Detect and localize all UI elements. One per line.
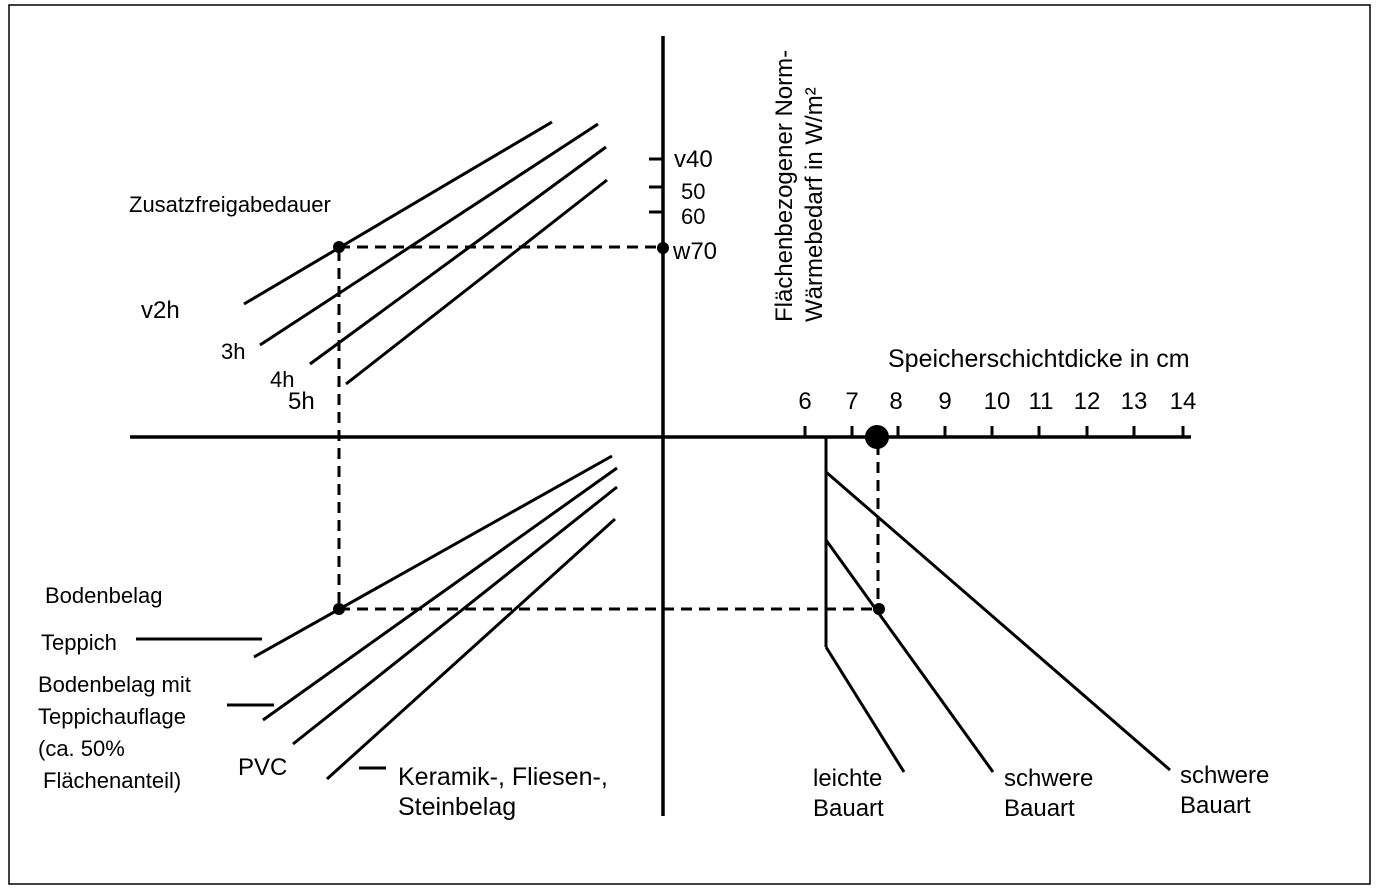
label-5h: 5h [288, 388, 315, 415]
bauart-lines [824, 437, 1171, 773]
line-4h [309, 145, 607, 366]
x-tick-label-6: 6 [798, 388, 811, 415]
x-axis-tick-labels: 6 7 8 9 10 11 12 13 14 [798, 388, 1196, 415]
line-2h [243, 120, 553, 306]
label-leichte-line2: Bauart [813, 795, 884, 822]
x-tick-label-8: 8 [889, 388, 902, 415]
label-schwere-line2: Bauart [1004, 795, 1075, 822]
y-axis-ticks [649, 157, 663, 214]
label-teppich: Teppich [41, 630, 117, 655]
label-pvc: PVC [238, 754, 287, 781]
x-tick-label-10: 10 [984, 388, 1011, 415]
x-tick-label-13: 13 [1121, 388, 1148, 415]
line-pvc [292, 485, 618, 746]
y-axis-title-line2: Wärmebedarf in W/m² [801, 87, 828, 322]
label-sehr-schwere-line3: Bauart [1180, 792, 1251, 819]
bodenbelag-lines [253, 454, 618, 781]
x-tick-label-11: 11 [1029, 388, 1054, 415]
label-2h: v2h [141, 297, 180, 324]
bodenbelag-leader-lines [136, 637, 386, 770]
label-4h: 4h [270, 367, 294, 392]
label-schwere-bauart: schwere Bauart [1004, 765, 1093, 822]
line-teppich [253, 454, 613, 659]
x-tick-label-7: 7 [845, 388, 858, 415]
y-tick-label-w70: w70 [672, 238, 717, 265]
line-leichte-bauart [824, 646, 906, 773]
y-axis-title-line1: Flächenbezogener Norm- [771, 50, 798, 322]
label-leichte-line1: leichte [813, 765, 882, 792]
label-sehr-schwere-line2: schwere [1180, 762, 1269, 789]
line-sehr-schwere-bauart [825, 470, 1171, 772]
diagram-frame [8, 4, 1371, 885]
label-keramik: Keramik-, Fliesen-, Steinbelag [398, 763, 608, 821]
label-sehr-schwere-bauart: schwere Bauart [1180, 762, 1269, 819]
line-bodenbelag-mit-teppich [262, 466, 618, 722]
line-keramik [325, 517, 617, 781]
x-tick-label-14: 14 [1170, 388, 1197, 415]
x-axis-ticks [803, 426, 1185, 437]
x-tick-label-12: 12 [1074, 388, 1101, 415]
point-w70 [657, 242, 669, 254]
line-5h [345, 178, 608, 386]
y-axis-tick-labels: v40 50 60 w70 [672, 146, 717, 265]
label-bodenbelag-mit-teppich: Bodenbelag mit Teppichauflage (ca. 50% F… [38, 672, 191, 793]
label-3h: 3h [221, 339, 245, 364]
bodenbelag-heading: Bodenbelag [45, 583, 162, 608]
point-lower-right [873, 603, 885, 615]
label-schwere-line1: schwere [1004, 765, 1093, 792]
y-axis-title: Flächenbezogener Norm- Wärmebedarf in W/… [771, 50, 828, 322]
result-point [865, 425, 889, 449]
y-tick-label-v40: v40 [674, 146, 713, 173]
x-tick-label-9: 9 [938, 388, 951, 415]
label-bodenbelag-mit-line3: (ca. 50% [38, 736, 125, 761]
reading-path [337, 245, 880, 611]
point-upper-left [333, 241, 345, 253]
y-tick-label-50: 50 [681, 179, 705, 204]
label-bodenbelag-mit-line1: Bodenbelag mit [38, 672, 191, 697]
label-bodenbelag-mit-line2: Teppichauflage [38, 704, 186, 729]
line-3h [259, 122, 599, 347]
zusatzfreigabe-heading: Zusatzfreigabedauer [129, 192, 331, 217]
label-keramik-line1: Keramik-, Fliesen-, [398, 763, 608, 791]
label-bodenbelag-mit-line4: Flächenanteil) [43, 768, 181, 793]
label-leichte-bauart: leichte Bauart [813, 765, 884, 822]
x-axis-title: Speicherschichtdicke in cm [888, 345, 1190, 373]
line-schwere-bauart [824, 539, 995, 773]
point-lower-left [333, 603, 345, 615]
zusatzfreigabe-lines [243, 120, 608, 386]
y-tick-label-60: 60 [681, 204, 705, 229]
label-keramik-line2: Steinbelag [398, 793, 516, 821]
